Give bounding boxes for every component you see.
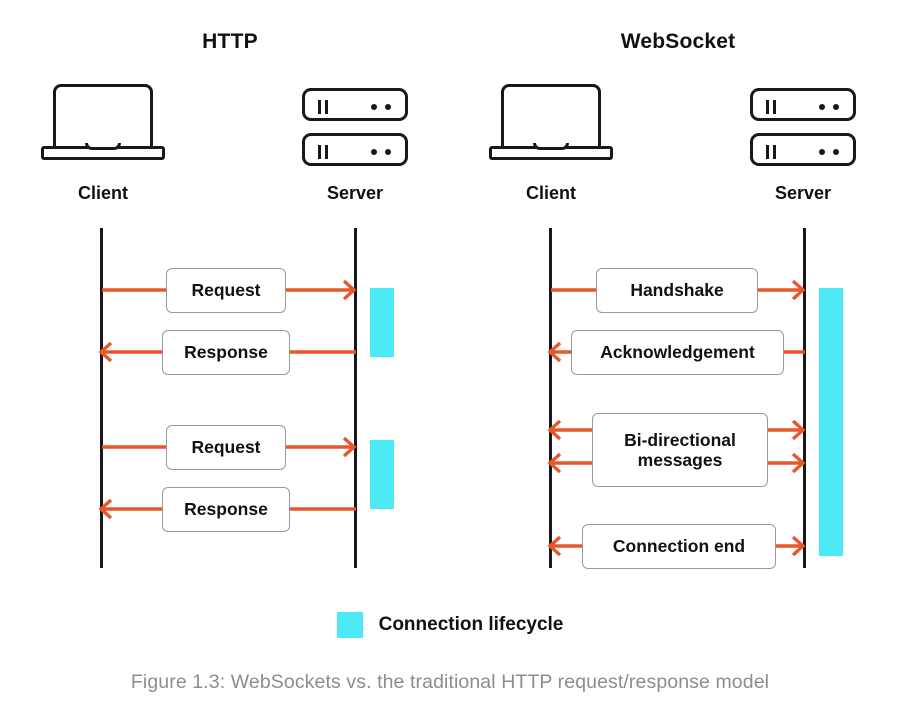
ws-server-rack-icon — [750, 88, 856, 166]
laptop-screen — [53, 84, 153, 147]
server-unit-bottom — [302, 133, 408, 166]
http-panel-title: HTTP — [202, 30, 258, 53]
http-lifecycle-bar-1 — [370, 288, 394, 357]
ws-client-laptop-icon — [489, 84, 613, 166]
server-dots-icon — [371, 149, 393, 155]
ws-message-box-handshake[interactable]: Handshake — [596, 268, 758, 313]
server-unit-top — [750, 88, 856, 121]
http-client-label: Client — [77, 183, 128, 203]
ws-lifecycle-bar — [819, 288, 843, 556]
server-bars-icon — [318, 145, 331, 159]
laptop-notch — [533, 143, 569, 150]
http-lifecycle-bar-2 — [370, 440, 394, 509]
legend-label-connection-lifecycle: Connection lifecycle — [378, 614, 564, 635]
http-server-lifeline — [354, 228, 357, 568]
server-dots-icon — [371, 104, 393, 110]
figure-caption: Figure 1.3: WebSockets vs. the tradition… — [130, 671, 770, 693]
websocket-panel-title: WebSocket — [620, 30, 736, 53]
ws-client-lifeline — [549, 228, 552, 568]
bidirectional-line-1: Bi-directional — [624, 429, 736, 450]
server-dots-icon — [819, 104, 841, 110]
legend: Connection lifecycle — [0, 612, 900, 638]
server-unit-top — [302, 88, 408, 121]
legend-swatch-connection-lifecycle — [336, 612, 363, 638]
ws-server-lifeline — [803, 228, 806, 568]
http-message-box-response-2[interactable]: Response — [162, 487, 290, 532]
ws-client-label: Client — [525, 183, 576, 203]
laptop-screen — [501, 84, 601, 147]
http-message-box-request-1[interactable]: Request — [166, 268, 286, 313]
http-server-rack-icon — [302, 88, 408, 166]
server-unit-bottom — [750, 133, 856, 166]
ws-message-box-bidirectional[interactable]: Bi-directional messages — [592, 413, 768, 487]
server-bars-icon — [318, 100, 331, 114]
server-bars-icon — [766, 100, 779, 114]
server-dots-icon — [819, 149, 841, 155]
http-message-box-request-2[interactable]: Request — [166, 425, 286, 470]
bidirectional-line-2: messages — [637, 450, 723, 470]
http-client-laptop-icon — [41, 84, 165, 166]
ws-server-label: Server — [774, 183, 832, 203]
laptop-notch — [85, 143, 121, 150]
http-server-label: Server — [326, 183, 384, 203]
ws-message-box-acknowledgement[interactable]: Acknowledgement — [571, 330, 784, 375]
http-message-box-response-1[interactable]: Response — [162, 330, 290, 375]
server-bars-icon — [766, 145, 779, 159]
ws-message-box-connection-end[interactable]: Connection end — [582, 524, 776, 569]
http-client-lifeline — [100, 228, 103, 568]
